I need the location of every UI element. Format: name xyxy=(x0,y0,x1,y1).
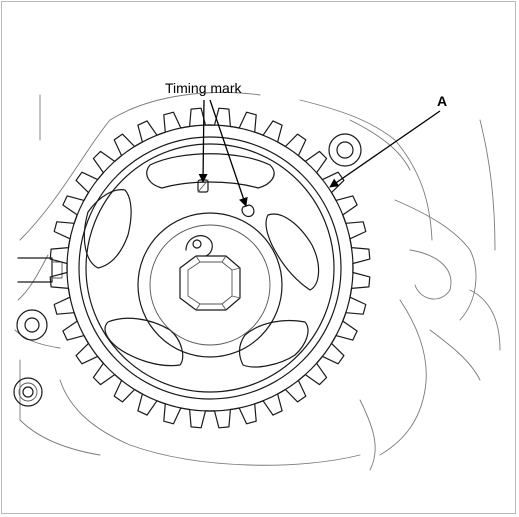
component-a-label: A xyxy=(437,93,447,109)
camshaft-sprocket xyxy=(66,124,354,412)
engine-housing-outline xyxy=(14,91,501,471)
housing-bolt-lower-left xyxy=(13,377,43,407)
timing-mark-label: Timing mark xyxy=(165,80,242,96)
housing-bolt-left xyxy=(16,309,48,341)
housing-bolt-upper-right xyxy=(328,133,362,167)
sprocket-center-bolt xyxy=(179,255,241,311)
timing-mark-housing xyxy=(241,204,255,217)
housing-stud-left xyxy=(17,257,63,283)
timing-mark-leader-lines xyxy=(198,99,248,207)
sprocket-spoke-windows xyxy=(83,153,320,368)
sprocket-hub xyxy=(137,212,283,358)
component-a-leader-line xyxy=(329,110,441,188)
